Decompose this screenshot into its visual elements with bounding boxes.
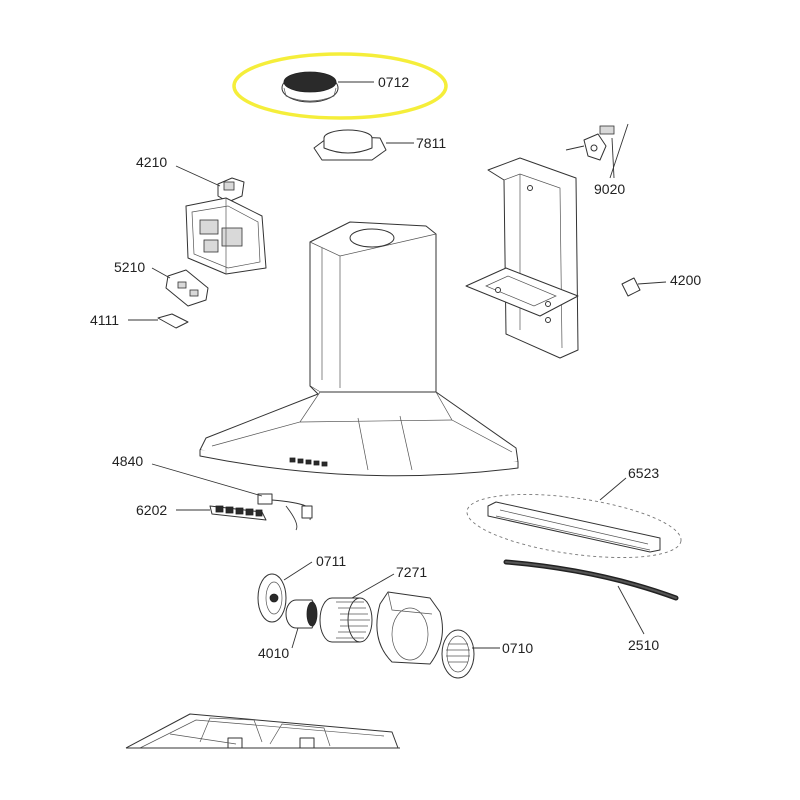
part-0710-front-grille[interactable]	[441, 629, 500, 679]
label-4010: 4010	[258, 645, 289, 661]
label-4210: 4210	[136, 154, 167, 170]
label-6523: 6523	[628, 465, 659, 481]
hood-control-buttons	[289, 457, 328, 467]
part-4010-motor[interactable]	[285, 599, 318, 649]
part-4840-wiring-harness[interactable]	[151, 463, 313, 531]
label-0712: 0712	[378, 74, 409, 90]
label-4200: 4200	[670, 272, 701, 288]
label-4111: 4111	[90, 312, 119, 328]
label-4840: 4840	[112, 453, 143, 469]
part-2510-seal-strip[interactable]	[503, 559, 679, 635]
part-control-box-housing[interactable]	[185, 197, 267, 275]
part-hood-body[interactable]	[199, 221, 519, 477]
part-6523-light-bar[interactable]	[463, 477, 685, 569]
label-9020: 9020	[594, 181, 625, 197]
part-6202-button-strip[interactable]	[176, 505, 267, 521]
part-7811-outlet-flange[interactable]	[313, 129, 414, 161]
part-9020-bracket-fixings[interactable]	[565, 123, 629, 179]
label-5210: 5210	[114, 259, 145, 275]
label-0710: 0710	[502, 640, 533, 656]
part-7271-impeller[interactable]	[319, 573, 395, 643]
part-fan-scroll-housing[interactable]	[376, 591, 443, 665]
part-5210-pcb[interactable]	[151, 267, 209, 307]
part-0711-motor-plate[interactable]	[257, 561, 313, 623]
part-0712-charcoal-filter[interactable]	[281, 71, 374, 103]
label-2510: 2510	[628, 637, 659, 653]
part-4200-lamp[interactable]	[621, 277, 667, 297]
label-7271: 7271	[396, 564, 427, 580]
part-4111-connector[interactable]	[128, 313, 189, 329]
highlight-ring-0712	[232, 52, 448, 120]
label-7811: 7811	[416, 135, 446, 151]
part-base-frame[interactable]	[125, 713, 400, 749]
dashed-group-6523	[466, 494, 682, 558]
part-mounting-bracket[interactable]	[465, 157, 579, 359]
part-4210-switch[interactable]	[175, 165, 245, 203]
label-0711: 0711	[316, 553, 346, 569]
label-6202: 6202	[136, 502, 167, 518]
